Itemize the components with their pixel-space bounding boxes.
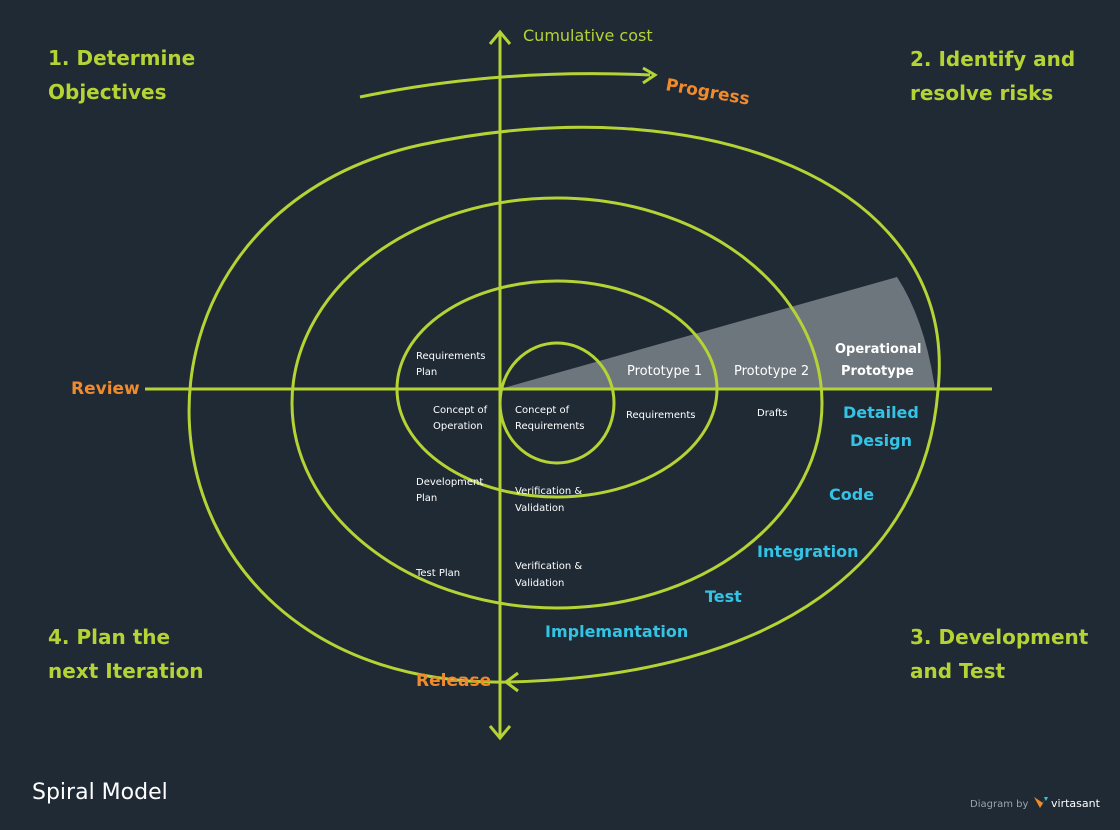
- quadrant-3-title: 3. Development and Test: [910, 625, 1095, 683]
- cumulative-cost-label: Cumulative cost: [523, 26, 653, 45]
- operational-prototype-label: Operational Prototype: [835, 342, 926, 379]
- progress-label: Progress: [664, 75, 751, 109]
- implementation-label: Implemantation: [545, 622, 688, 641]
- axis-top-arrowhead: [488, 29, 512, 45]
- concept-of-requirements-label: Concept of Requirements: [515, 405, 585, 432]
- prototype-1-label: Prototype 1: [627, 364, 702, 379]
- test-plan-label: Test Plan: [415, 568, 460, 579]
- verification-validation-1-label: Verification & Validation: [515, 486, 585, 514]
- code-label: Code: [829, 485, 874, 504]
- release-arrowhead: [503, 671, 519, 693]
- development-plan-label: Development Plan: [416, 477, 487, 504]
- diagram-title: Spiral Model: [32, 780, 168, 805]
- quadrant-2-title: 2. Identify and resolve risks: [910, 47, 1082, 105]
- progress-arrow: [359, 72, 651, 99]
- brand-name: virtasant: [1051, 797, 1101, 810]
- progress-arrowhead: [642, 66, 658, 85]
- test-label: Test: [705, 587, 742, 606]
- ring-3: [290, 196, 824, 610]
- requirements-label: Requirements: [626, 410, 696, 421]
- quadrant-1-title: 1. Determine Objectives: [48, 46, 202, 104]
- drafts-label: Drafts: [757, 408, 787, 419]
- review-label: Review: [71, 379, 140, 399]
- ring-outer: [187, 125, 941, 684]
- prototype-2-label: Prototype 2: [734, 364, 809, 379]
- credit-label: Diagram by: [970, 799, 1028, 810]
- quadrant-4-title: 4. Plan the next Iteration: [48, 625, 204, 683]
- detailed-design-label: Detailed Design: [843, 403, 924, 450]
- release-label: Release: [416, 671, 491, 691]
- requirements-plan-label: Requirements Plan: [416, 351, 489, 378]
- virtasant-logo-icon: [1034, 797, 1048, 808]
- ring-1: [498, 341, 616, 465]
- axis-bottom-arrowhead: [488, 725, 512, 741]
- concept-of-operation-label: Concept of Operation: [433, 405, 490, 432]
- verification-validation-2-label: Verification & Validation: [515, 561, 585, 589]
- integration-label: Integration: [757, 542, 859, 561]
- axes: [145, 29, 992, 741]
- prototype-wedge: [500, 277, 935, 389]
